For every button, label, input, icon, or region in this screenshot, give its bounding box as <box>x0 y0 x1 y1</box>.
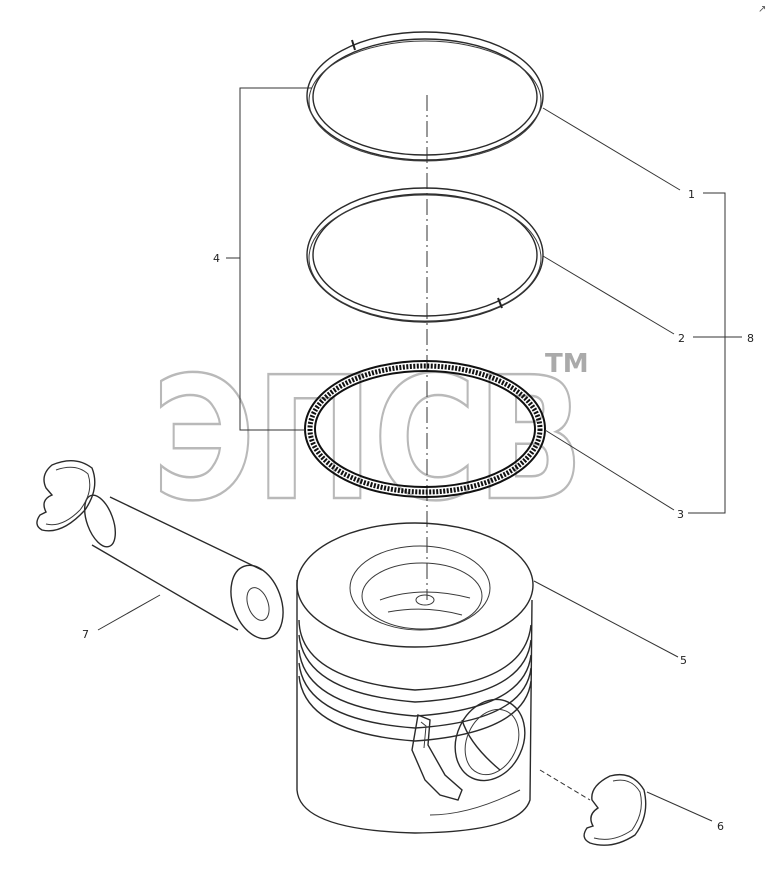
callout-3[interactable]: 3 <box>677 508 684 521</box>
callout-4[interactable]: 4 <box>213 252 220 265</box>
oil-control-ring-icon[interactable] <box>304 360 546 498</box>
circlip-icon[interactable] <box>583 773 647 846</box>
callout-2[interactable]: 2 <box>678 332 685 345</box>
bracket-rings-4 <box>226 87 312 431</box>
callout-8[interactable]: 8 <box>747 332 754 345</box>
watermark: ЭПСВ TM <box>151 340 589 541</box>
callout-6[interactable]: 6 <box>717 820 724 833</box>
callout-1[interactable]: 1 <box>688 188 695 201</box>
callout-labels: 1 2 3 4 5 6 7 8 <box>82 188 754 833</box>
bracket-rings-8 <box>688 192 742 514</box>
piston-pin-icon[interactable] <box>79 491 293 646</box>
watermark-trademark: TM <box>545 349 589 379</box>
callout-7[interactable]: 7 <box>82 628 89 641</box>
circlip-icon[interactable] <box>36 460 96 532</box>
top-compression-ring-icon[interactable] <box>306 31 544 162</box>
watermark-logo: ЭПСВ <box>152 341 584 539</box>
second-compression-ring-icon[interactable] <box>306 187 544 323</box>
piston-icon[interactable] <box>296 522 538 834</box>
corner-mark: ↗ <box>758 4 766 15</box>
callout-5[interactable]: 5 <box>680 654 687 667</box>
leader-lines <box>97 107 713 822</box>
